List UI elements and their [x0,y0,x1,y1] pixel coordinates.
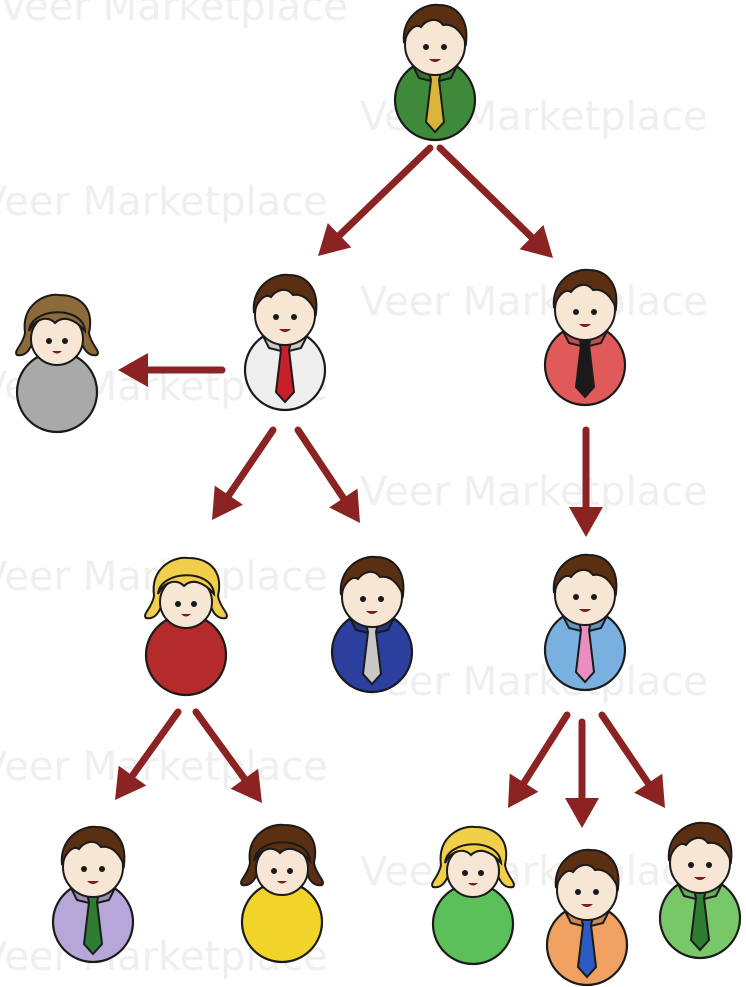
woman-head-icon [144,556,228,629]
person-boss [393,3,477,142]
arrow [565,718,599,828]
people [15,3,742,987]
person-side-woman [15,293,99,434]
arrow [118,353,226,387]
woman-head-icon [15,293,99,366]
arrow-head [569,507,603,537]
arrow-shaft [225,426,277,499]
watermark-text: Veer Marketplace [360,279,708,325]
arrow-head [115,765,147,800]
person-leaf-green-m [658,821,742,960]
arrow-head [519,224,553,258]
arrow-head [508,773,539,808]
watermark-text: Veer Marketplace [0,179,328,225]
woman-head-icon [240,823,324,896]
arrow-shaft [128,708,182,780]
arrow-shaft [520,711,571,787]
arrow-shaft [436,144,536,241]
person-leaf-yellow [240,823,324,964]
man-head-icon [252,273,318,346]
arrow-shaft [294,426,347,502]
arrow-shaft [598,711,652,787]
watermark-text: Veer Marketplace [0,744,328,790]
arrow [212,426,277,520]
arrow [569,426,603,537]
person-mid-man-blue [330,555,414,694]
person-leaf-orange [545,848,629,987]
person-leaf-green-w [431,825,515,966]
arrow [115,708,182,800]
woman-head-icon [431,825,515,898]
arrow-head [118,353,148,387]
man-head-icon [339,555,405,628]
arrow-shaft [192,708,248,783]
arrow [192,708,262,803]
watermark-text: Veer Marketplace [360,469,708,515]
man-head-icon [667,821,733,894]
person-leaf-purple [51,825,135,964]
arrow-head [634,773,665,808]
arrows [115,144,665,828]
arrow [598,711,665,808]
person-left-mgr [243,273,327,412]
man-head-icon [552,268,618,341]
person-mid-woman [144,556,228,697]
arrow-head [230,768,262,803]
arrow-shaft [336,144,434,239]
arrow [508,711,571,808]
person-mid-man-lb [543,553,627,692]
arrow-head [318,222,352,256]
man-head-icon [552,553,618,626]
watermark-text: Veer Marketplace [360,849,708,895]
man-head-icon [554,848,620,921]
watermark-text: Veer Marketplace [360,659,708,705]
arrow-head [329,488,360,523]
arrow [294,426,360,523]
arrow-head [565,798,599,828]
arrow [436,144,553,258]
watermark-text: Veer Marketplace [0,0,348,30]
arrow [318,144,434,256]
man-head-icon [60,825,126,898]
person-right-mgr [543,268,627,407]
man-head-icon [402,3,468,76]
arrow-head [212,485,243,520]
